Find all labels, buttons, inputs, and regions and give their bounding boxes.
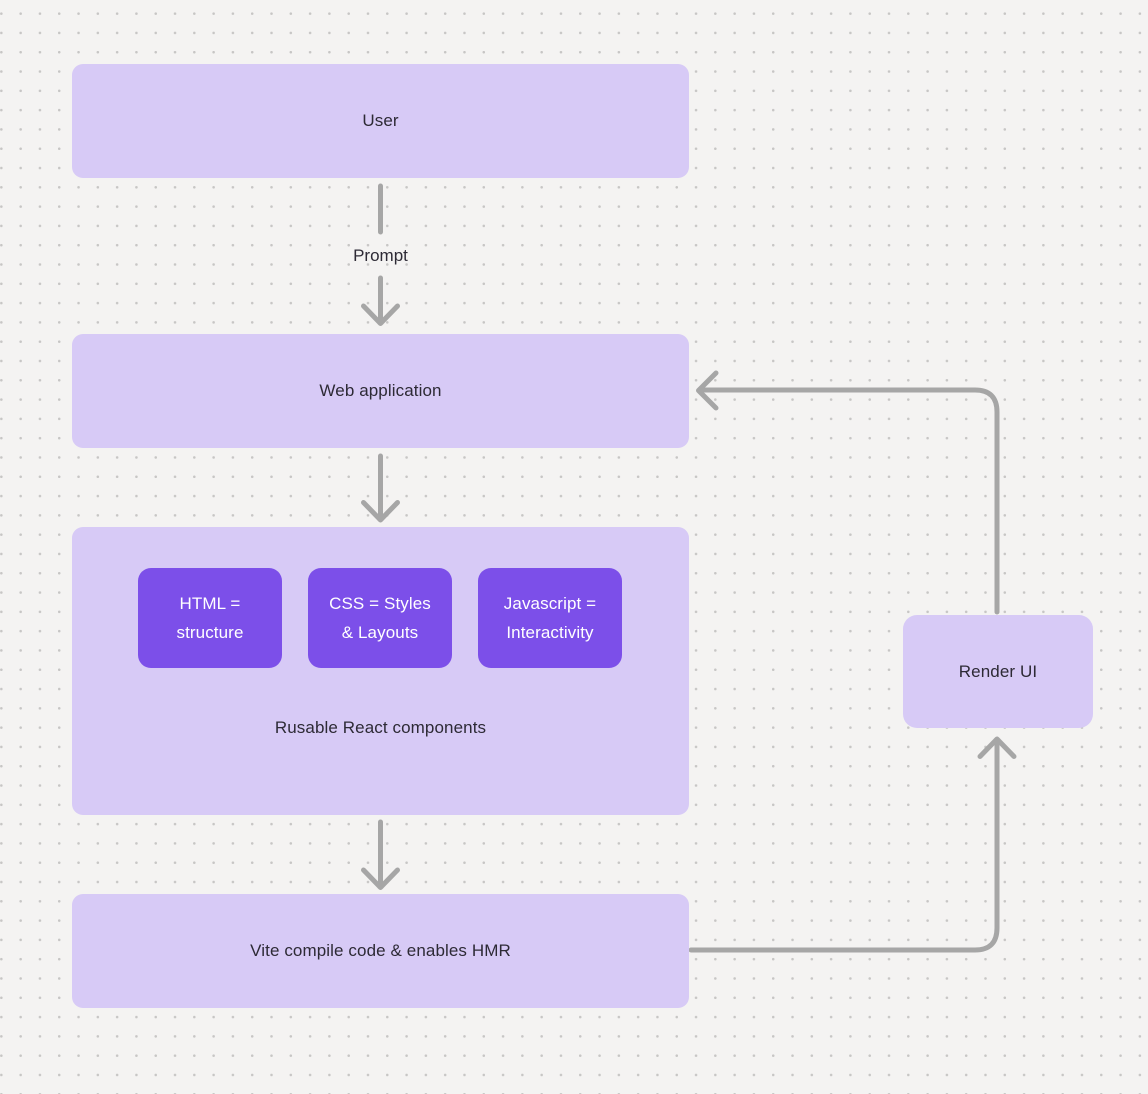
node-web-application: Web application <box>72 334 689 448</box>
chip-javascript-line2: Interactivity <box>506 623 594 642</box>
node-web-application-label: Web application <box>319 381 442 400</box>
node-user-label: User <box>362 111 399 130</box>
arrowhead-down-components-icon <box>361 500 400 523</box>
edge-vite-to-render <box>688 740 1000 953</box>
chip-html-line2: structure <box>176 623 244 642</box>
arrowhead-down-vite-icon <box>361 867 400 890</box>
arrowhead-down-webapp-icon <box>361 303 400 326</box>
chip-javascript-line1: Javascript = <box>503 594 597 613</box>
node-user: User <box>72 64 689 178</box>
chip-css-line1: CSS = Styles <box>329 594 431 613</box>
edge-label-prompt: Prompt <box>353 246 408 265</box>
chip-html-line1: HTML = <box>179 594 241 613</box>
chip-css: CSS = Styles & Layouts <box>308 568 452 668</box>
react-components-caption: Rusable React components <box>274 718 487 737</box>
node-vite-label: Vite compile code & enables HMR <box>250 941 511 960</box>
node-vite: Vite compile code & enables HMR <box>72 894 689 1008</box>
chip-html: HTML = structure <box>138 568 282 668</box>
arrowhead-left-webapp-icon <box>696 370 719 411</box>
chip-javascript: Javascript = Interactivity <box>478 568 622 668</box>
node-render-ui: Render UI <box>903 615 1093 728</box>
arrowhead-up-render-icon <box>977 736 1017 759</box>
chip-css-line2: & Layouts <box>341 623 419 642</box>
edge-render-to-webapp <box>700 387 1000 615</box>
node-render-ui-label: Render UI <box>958 661 1038 681</box>
node-react-components-container: HTML = structure CSS = Styles & Layouts … <box>72 527 689 815</box>
